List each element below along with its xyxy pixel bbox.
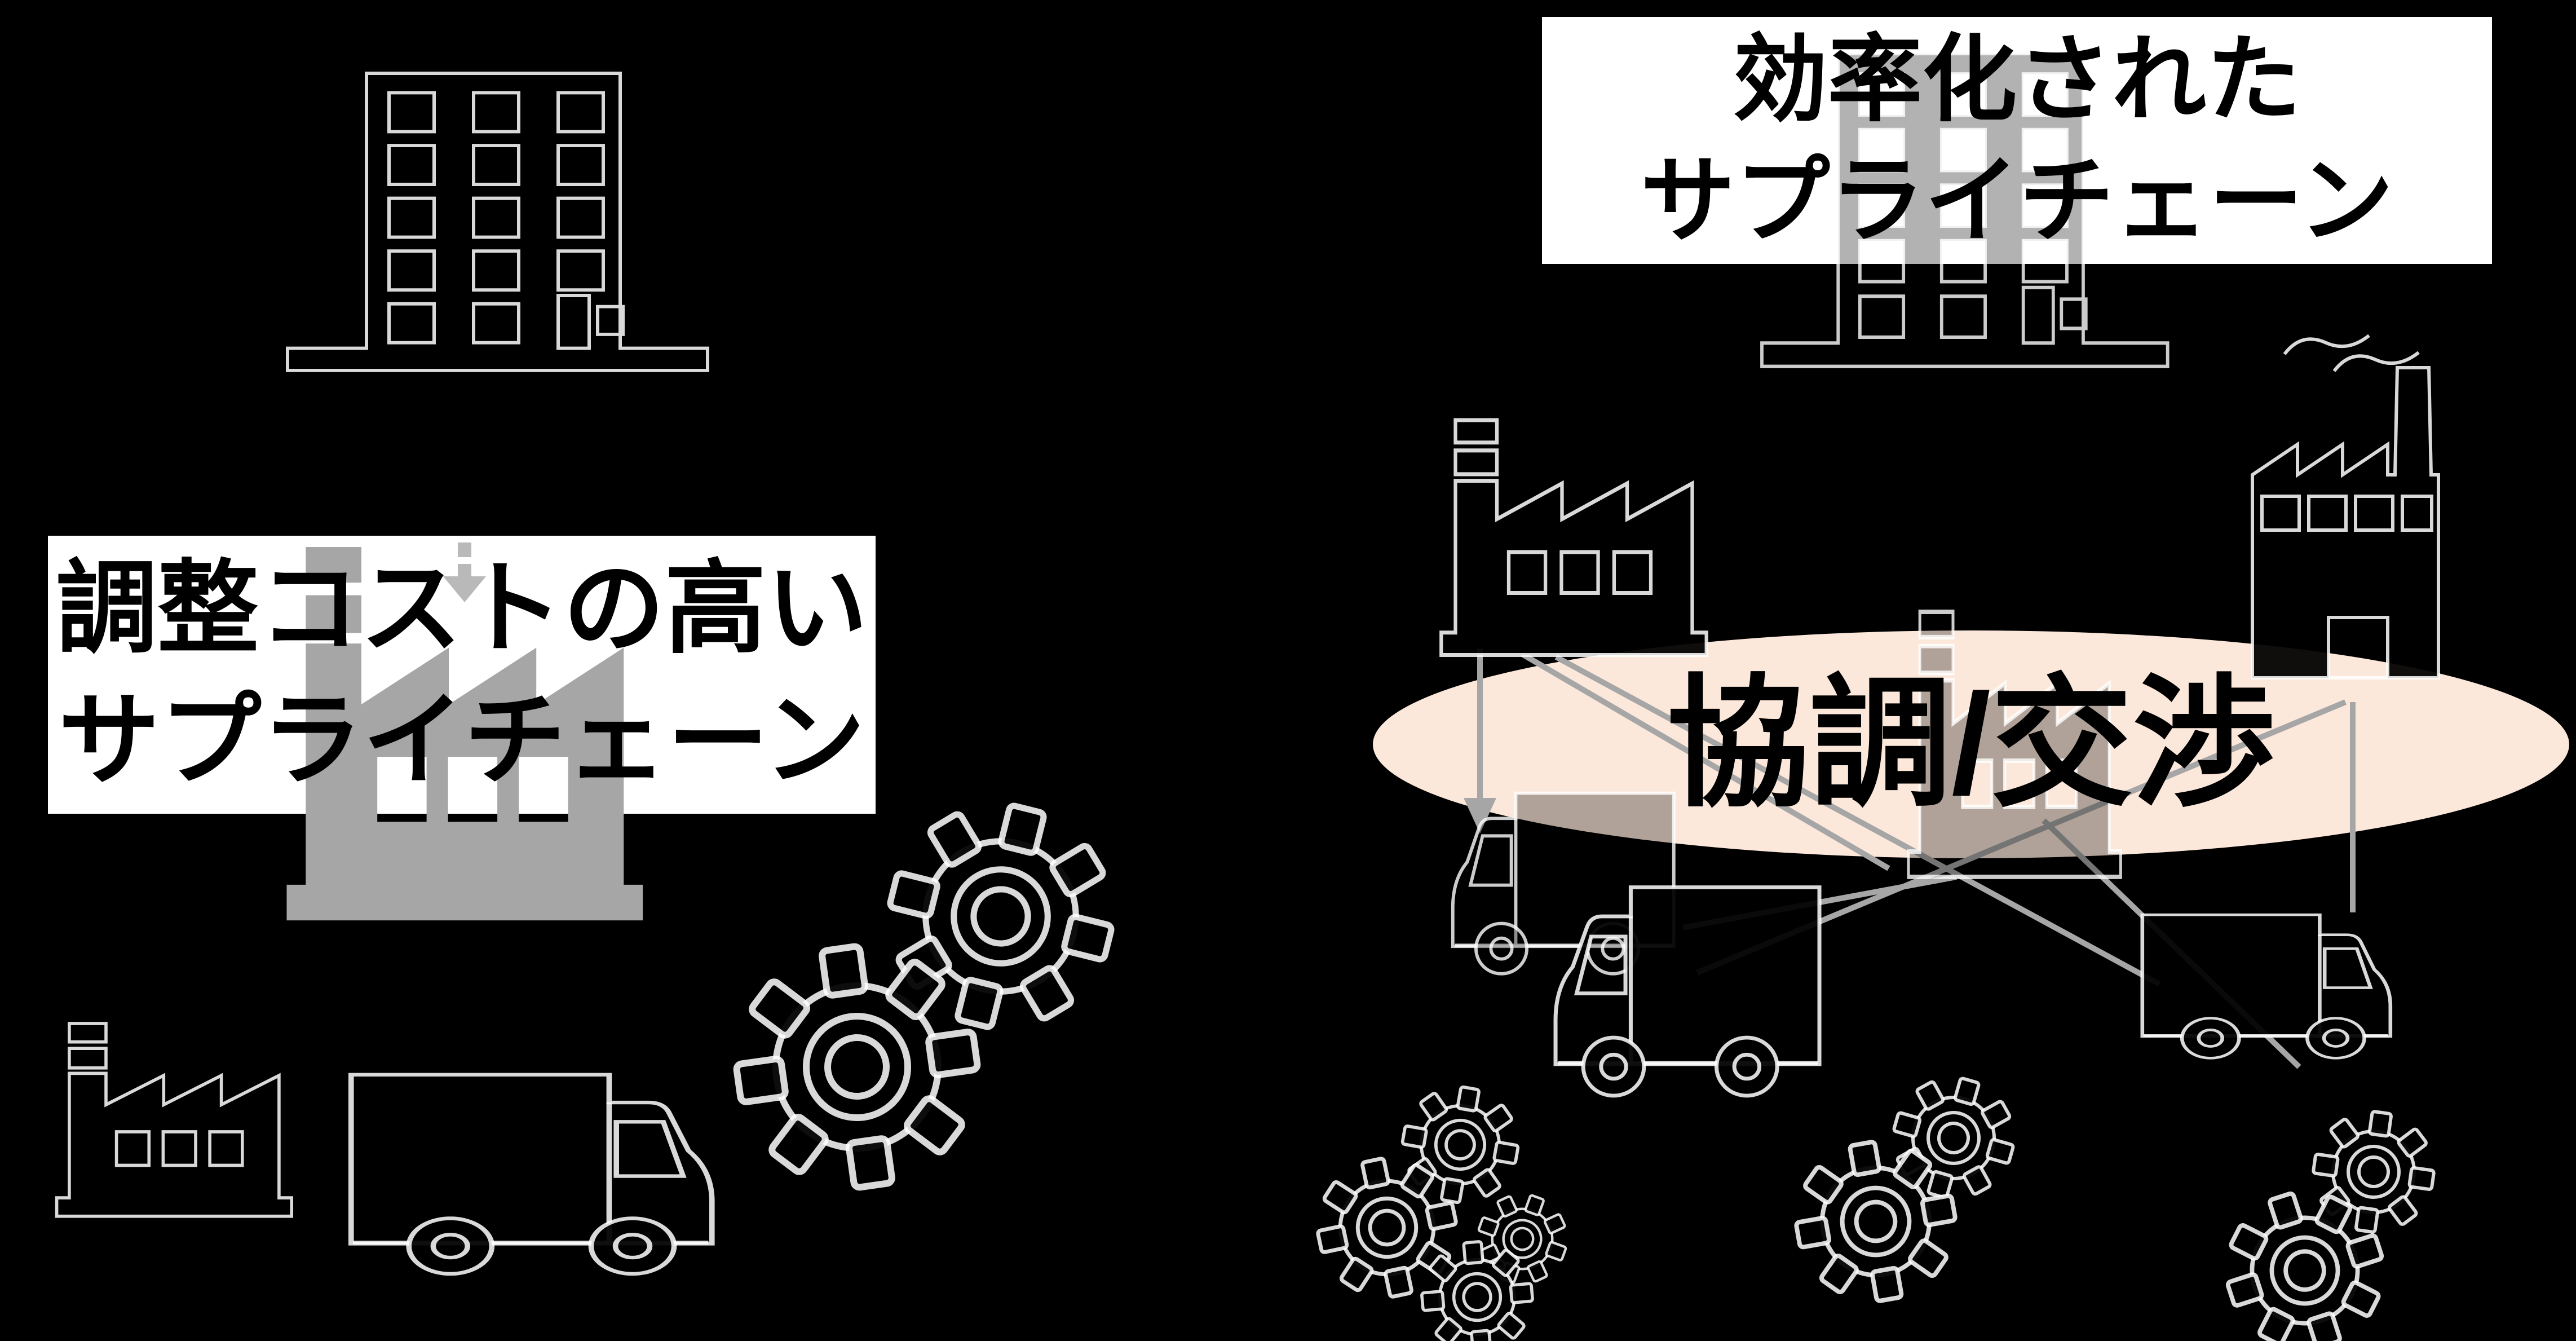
right-label: 効率化された サプライチェーン xyxy=(1542,17,2492,264)
left-label-line2: サプライチェーン xyxy=(58,683,865,797)
right-label-line1: 効率化された xyxy=(1733,26,2301,133)
left-label-line1: 調整コストの高い xyxy=(55,552,868,665)
dashed-down-arrow-icon xyxy=(443,542,486,602)
down-arrow-icon xyxy=(1464,649,1496,833)
left-label: 調整コストの高い サプライチェーン xyxy=(48,536,876,814)
collaboration-label-text: 協調/交渉 xyxy=(1667,665,2275,823)
collaboration-label: 協調/交渉 xyxy=(1373,630,2569,858)
right-label-line2: サプライチェーン xyxy=(1640,148,2394,254)
